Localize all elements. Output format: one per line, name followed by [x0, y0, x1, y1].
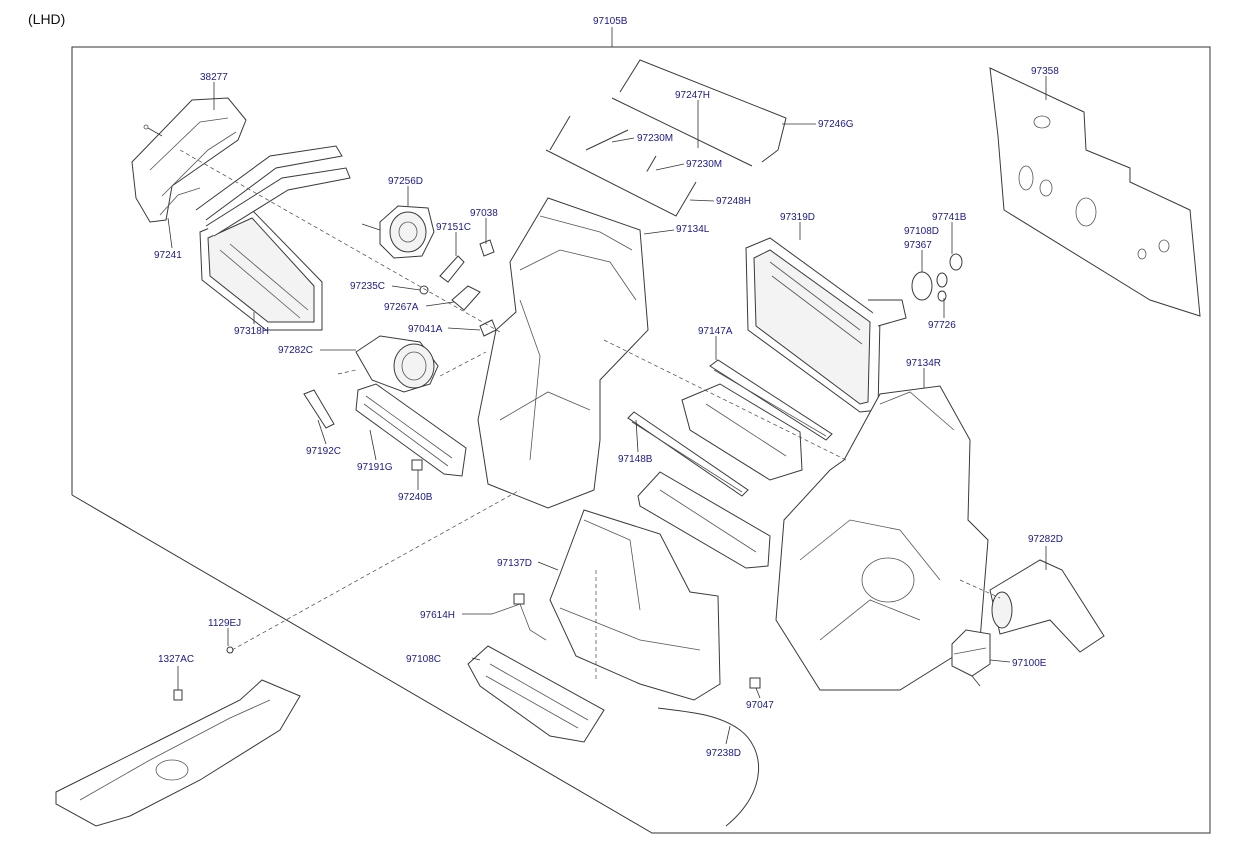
part-lower-grille	[637, 471, 771, 569]
label-97147A[interactable]: 97147A	[698, 326, 733, 337]
part-97137D-lower-case	[549, 509, 721, 701]
label-97240B[interactable]: 97240B	[398, 492, 433, 503]
label-97246G[interactable]: 97246G	[818, 119, 854, 130]
label-97137D[interactable]: 97137D	[497, 558, 532, 569]
label-97148B[interactable]: 97148B	[618, 454, 653, 465]
label-97230M-b[interactable]: 97230M	[686, 159, 722, 170]
part-97741B-oring	[949, 253, 963, 271]
part-97614H-sensor	[491, 593, 547, 641]
label-97134R[interactable]: 97134R	[906, 358, 941, 369]
part-97151C-link	[439, 255, 465, 283]
part-97100E-actuator	[951, 629, 991, 687]
label-38277[interactable]: 38277	[200, 72, 228, 83]
label-97134L[interactable]: 97134L	[676, 224, 710, 235]
part-97318H-heater-core	[195, 145, 351, 331]
label-97241[interactable]: 97241	[154, 250, 182, 261]
label-97247H[interactable]: 97247H	[675, 90, 710, 101]
label-97191G[interactable]: 97191G	[357, 462, 393, 473]
label-97238D[interactable]: 97238D	[706, 748, 741, 759]
part-97192C-cover	[303, 389, 335, 429]
part-97256D-fan	[361, 205, 435, 259]
label-97108D[interactable]: 97108D	[904, 226, 939, 237]
part-97238D-hose	[657, 707, 759, 827]
part-97148B-vent-door	[627, 411, 749, 497]
label-97726[interactable]: 97726	[928, 320, 956, 331]
label-97041A[interactable]: 97041A	[408, 324, 443, 335]
part-38277-bracket	[131, 97, 247, 223]
label-97741B[interactable]: 97741B	[932, 212, 967, 223]
label-97235C[interactable]: 97235C	[350, 281, 385, 292]
label-97151C[interactable]: 97151C	[436, 222, 471, 233]
part-97038-bushing	[479, 239, 495, 257]
part-97191G-filter	[355, 383, 467, 477]
label-97038[interactable]: 97038	[470, 208, 498, 219]
part-97267A-lever	[451, 285, 481, 311]
part-97319D-evaporator	[745, 237, 907, 413]
label-97105B[interactable]: 97105B	[593, 16, 628, 27]
assembly-frame	[71, 46, 1211, 834]
part-97240B-clip	[411, 459, 423, 471]
part-97358-insulator	[989, 67, 1201, 317]
label-97230M-a[interactable]: 97230M	[637, 133, 673, 144]
part-97248H-seal	[545, 149, 697, 217]
label-97108C[interactable]: 97108C	[406, 654, 441, 665]
part-97147A-door	[709, 359, 833, 441]
part-97282C-blower-motor	[337, 335, 439, 393]
label-1327AC[interactable]: 1327AC	[158, 654, 194, 665]
part-blend-door-roller	[681, 383, 803, 481]
label-97248H[interactable]: 97248H	[716, 196, 751, 207]
part-97282D-duct	[989, 559, 1105, 653]
label-97267A[interactable]: 97267A	[384, 302, 419, 313]
label-97256D[interactable]: 97256D	[388, 176, 423, 187]
part-1129EJ-screw	[226, 646, 234, 654]
part-97367-gasket	[936, 272, 948, 288]
lhd-corner-label: (LHD)	[28, 11, 65, 27]
label-97358[interactable]: 97358	[1031, 66, 1059, 77]
part-97726-oring	[937, 290, 947, 302]
part-97108C-drain-pan	[467, 645, 605, 743]
label-97047[interactable]: 97047	[746, 700, 774, 711]
label-97192C[interactable]: 97192C	[306, 446, 341, 457]
part-97134L-left-case	[477, 197, 649, 509]
label-97318H[interactable]: 97318H	[234, 326, 269, 337]
part-1327AC-floor-duct	[55, 666, 301, 827]
label-97100E[interactable]: 97100E	[1012, 658, 1047, 669]
part-97047-clip	[749, 677, 761, 689]
part-97247H-seal	[611, 59, 787, 167]
label-97282C[interactable]: 97282C	[278, 345, 313, 356]
label-97282D[interactable]: 97282D	[1028, 534, 1063, 545]
label-97319D[interactable]: 97319D	[780, 212, 815, 223]
label-1129EJ[interactable]: 1129EJ	[208, 618, 241, 629]
part-97108D-block	[911, 271, 933, 301]
label-97367[interactable]: 97367	[904, 240, 932, 251]
label-97614H[interactable]: 97614H	[420, 610, 455, 621]
